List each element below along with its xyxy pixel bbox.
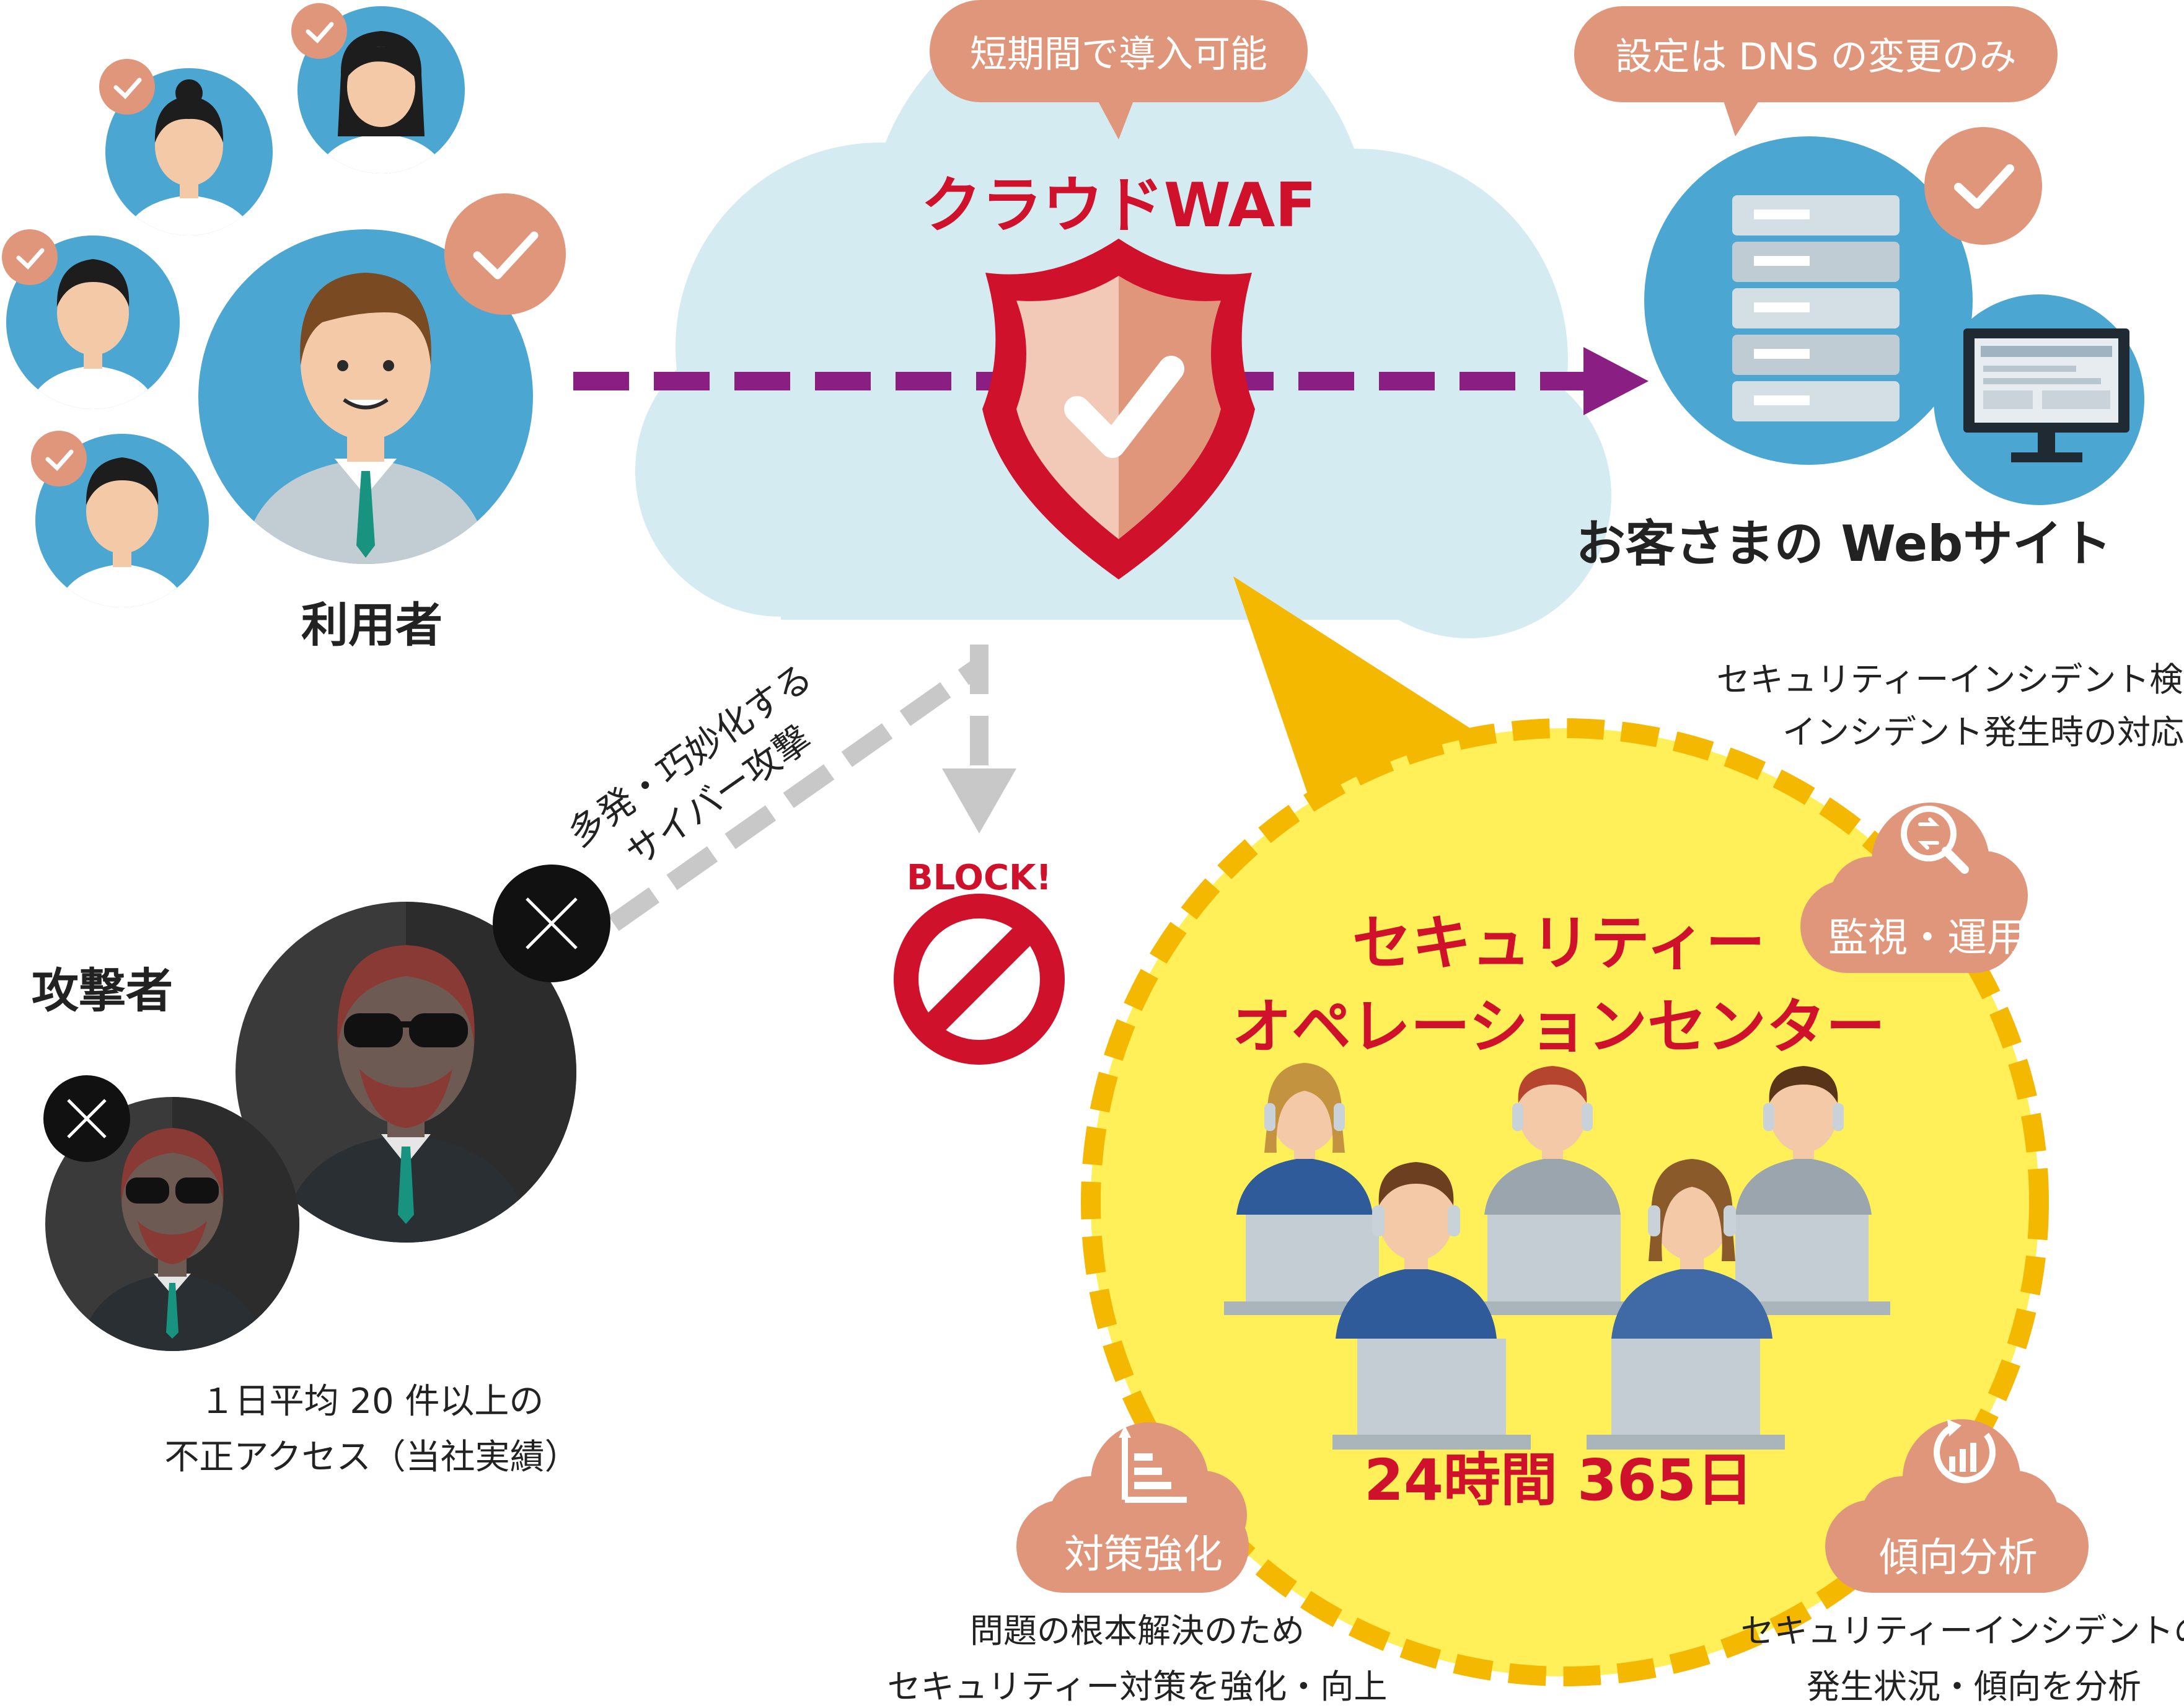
user-avatar — [31, 431, 209, 607]
analysis-desc-line1: セキュリティーインシデントの — [1741, 1611, 2184, 1650]
operator — [1735, 1066, 1872, 1215]
users-group — [2, 3, 566, 607]
user-avatar — [99, 59, 273, 236]
attack-stats-line1: １日平均 20 件以上の — [200, 1381, 544, 1422]
website-check-icon — [1924, 127, 2042, 245]
monitoring-label: 監視・運用 — [1828, 915, 2027, 961]
block-label: BLOCK! — [907, 858, 1052, 898]
website-label: お客さまの Webサイト — [1576, 515, 2112, 573]
analysis-icon — [1934, 1419, 1996, 1484]
speech-bubble-quick-deploy: 短期間で導入可能 — [930, 0, 1308, 139]
operator — [1236, 1063, 1373, 1215]
operators-illustration — [1224, 1063, 1890, 1450]
operator — [1484, 1066, 1621, 1215]
feature-monitoring: 監視・運用 — [1800, 803, 2028, 973]
quick-deploy-text: 短期間で導入可能 — [970, 33, 1267, 76]
operator — [1336, 1162, 1497, 1339]
block-sign: BLOCK! — [894, 858, 1065, 1065]
server-icon — [1732, 195, 1900, 421]
cloud-waf-title: クラウドWAF — [921, 170, 1316, 241]
attack-path — [608, 645, 1016, 931]
attacker-avatar — [236, 865, 610, 1243]
countermeasure-desc-line2: セキュリティー対策を強化・向上 — [887, 1667, 1388, 1706]
monitoring-icon — [1901, 806, 1969, 874]
feature-analysis: 傾向分析 — [1825, 1419, 2089, 1593]
soc-title-line2: オペレーションセンター — [1232, 992, 1885, 1062]
countermeasure-label: 対策強化 — [1064, 1532, 1223, 1578]
dns-only-text: 設定は DNS の変更のみ — [1615, 35, 2016, 79]
website-illustration — [1644, 127, 2144, 505]
monitoring-desc-line2: インシデント発生時の対応 — [1782, 713, 2184, 752]
cloud — [635, 0, 1611, 638]
user-avatar-main — [198, 193, 566, 564]
attack-stats-line2: 不正アクセス（当社実績） — [164, 1437, 579, 1477]
analysis-desc-line2: 発生状況・傾向を分析 — [1807, 1667, 2141, 1706]
users-label: 利用者 — [301, 597, 443, 653]
soc-title-line1: セキュリティー — [1352, 909, 1765, 978]
attackers-label: 攻撃者 — [32, 963, 173, 1018]
attacker-avatar — [43, 1075, 299, 1351]
speech-bubble-dns-only: 設定は DNS の変更のみ — [1574, 6, 2058, 136]
user-avatar — [291, 3, 465, 174]
countermeasure-desc-line1: 問題の根本解決のため — [970, 1611, 1305, 1650]
soc-hours: 24時間 365日 — [1364, 1447, 1753, 1513]
operator — [1611, 1159, 1772, 1339]
shield-icon — [982, 239, 1255, 579]
analysis-label: 傾向分析 — [1879, 1535, 2038, 1581]
monitor-icon — [1963, 328, 2129, 462]
user-avatar — [2, 229, 180, 409]
monitoring-desc-line1: セキュリティーインシデント検知・ — [1717, 660, 2184, 699]
countermeasure-icon — [1119, 1425, 1187, 1503]
feature-countermeasure: 対策強化 — [1016, 1422, 1249, 1593]
